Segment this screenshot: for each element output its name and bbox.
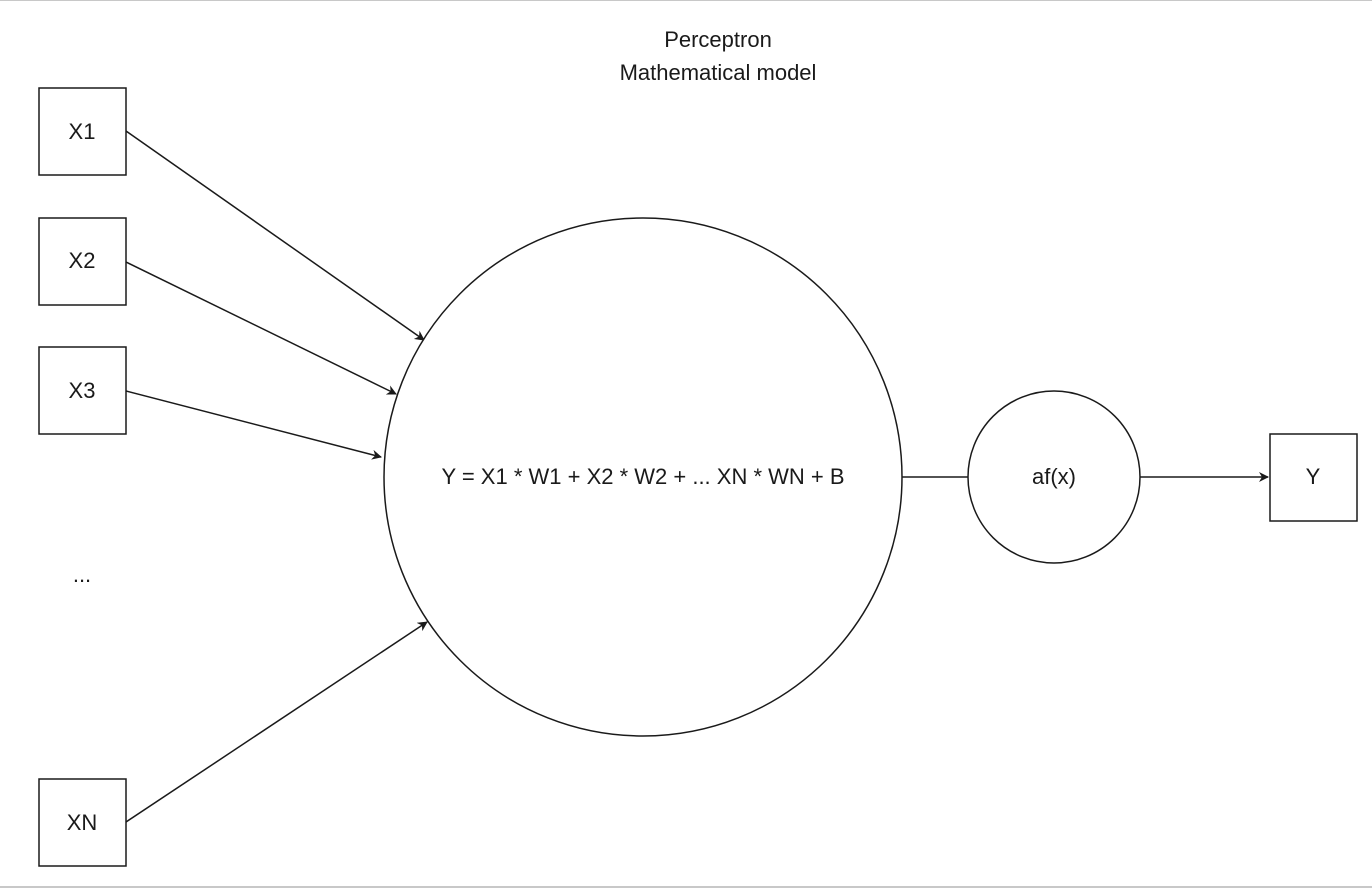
activation-node: af(x) [967,390,1141,564]
diagram-title-line2: Mathematical model [620,60,817,85]
neuron-formula: Y = X1 * W1 + X2 * W2 + ... XN * WN + B [441,464,844,489]
output-label: Y [1306,464,1321,489]
arrow-x1-to-neuron [125,130,425,341]
arrow-xn-to-neuron [125,621,428,823]
input-node-xn: XN [38,778,127,867]
input-ellipsis: ... [73,562,91,587]
output-node: Y [1269,433,1358,522]
input-node-x1: X1 [38,87,127,176]
neuron-node: Y = X1 * W1 + X2 * W2 + ... XN * WN + B [383,217,903,737]
input-label-xn: XN [67,810,98,835]
input-node-x2: X2 [38,217,127,306]
input-label-x2: X2 [69,248,96,273]
arrow-x3-to-neuron [125,390,382,460]
activation-label: af(x) [1032,464,1076,489]
input-node-x3: X3 [38,346,127,435]
arrow-x2-to-neuron [125,261,397,395]
diagram-title-line1: Perceptron [664,27,772,52]
input-label-x1: X1 [69,119,96,144]
input-label-x3: X3 [69,378,96,403]
